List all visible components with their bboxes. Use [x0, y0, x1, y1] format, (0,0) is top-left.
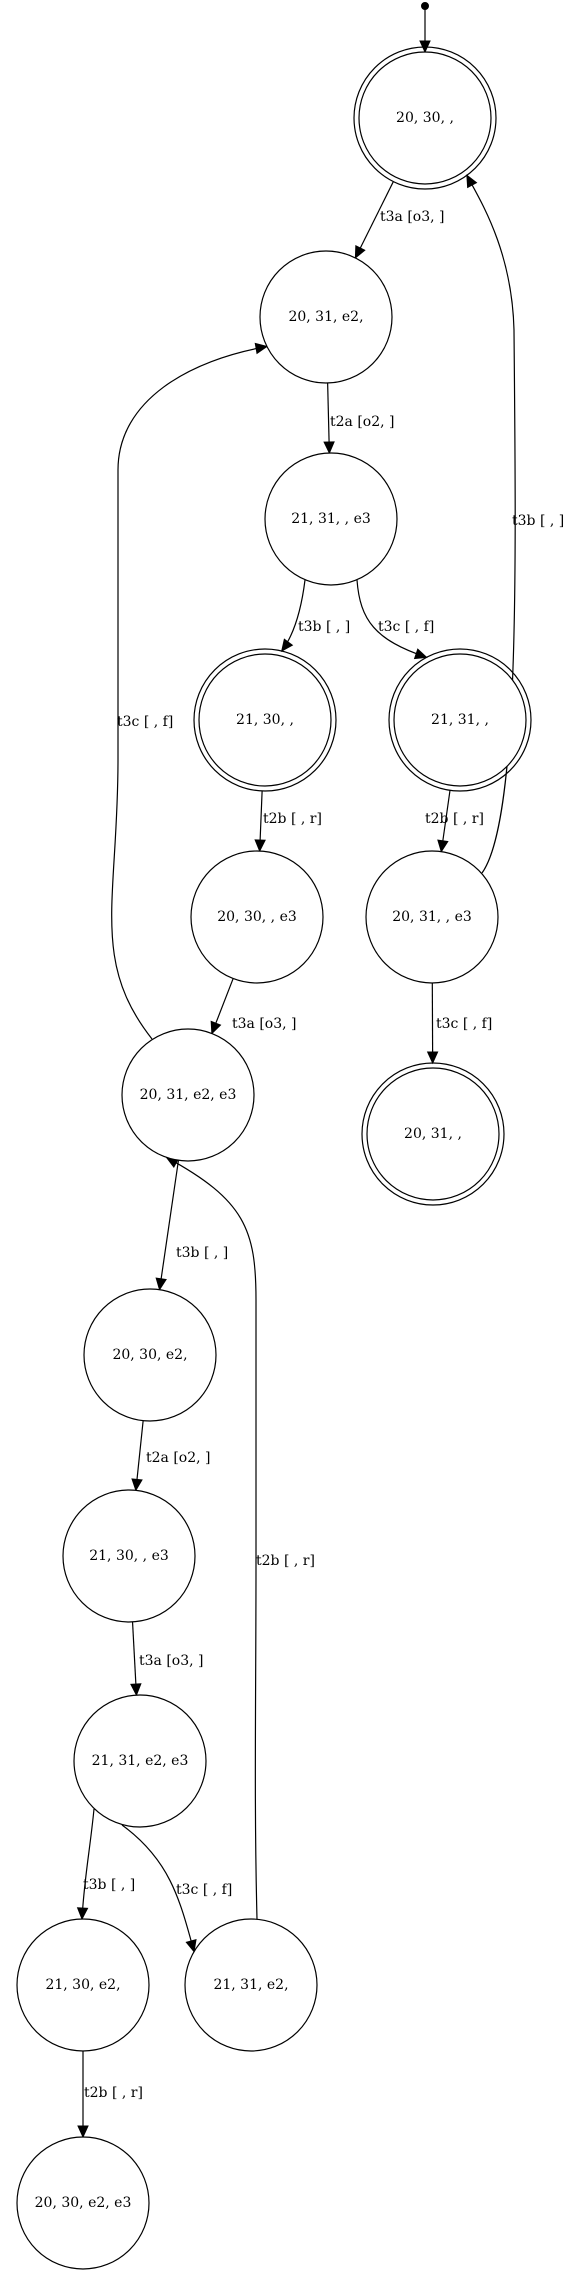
state-label: 20, 30, , e3 — [217, 909, 297, 925]
transition-label: t2a [o2, ] — [146, 1450, 211, 1466]
transition-arrowhead — [323, 441, 335, 455]
transition-arrowhead — [254, 342, 269, 355]
state-label: 20, 31, , e3 — [392, 909, 472, 925]
state-label: 21, 30, e2, — [45, 1977, 120, 1993]
transition-label: t3b [ , ] — [298, 619, 350, 635]
transition-edge — [354, 181, 394, 259]
state-node: 20, 30, e2, — [83, 1288, 217, 1422]
transition-arrowhead — [77, 2125, 89, 2139]
transition-arrowhead — [131, 1478, 143, 1492]
transition-label: t3a [o3, ] — [380, 209, 445, 225]
state-label: 20, 31, , — [404, 1126, 462, 1142]
transition-arrowhead — [130, 1683, 142, 1697]
accepting-state-node: 21, 30, , — [193, 648, 337, 792]
transition-arrowhead — [426, 1051, 439, 1065]
edge-layer — [76, 2, 516, 2139]
transition-edge — [158, 1160, 180, 1290]
transition-edge — [466, 175, 516, 874]
transition-label: t3a [o3, ] — [232, 1016, 297, 1032]
transition-label: t3b [ , ] — [512, 513, 564, 529]
state-label: 21, 31, e2, e3 — [92, 1753, 189, 1769]
transition-arrowhead — [185, 1939, 197, 1953]
transition-arrowhead — [354, 245, 366, 259]
state-label: 20, 31, e2, e3 — [140, 1087, 237, 1103]
transition-label: t3c [ , f] — [117, 714, 173, 730]
state-node: 21, 31, e2, e3 — [73, 1694, 207, 1828]
transition-arrowhead — [155, 1277, 167, 1291]
transition-label: t3c [ , f] — [436, 1016, 492, 1032]
transition-label: t3c [ , f] — [378, 619, 434, 635]
state-node: 21, 31, , e3 — [264, 452, 398, 586]
transition-arrowhead — [210, 1020, 222, 1035]
state-label: 21, 31, , e3 — [291, 511, 371, 527]
transition-arrowhead — [76, 1907, 89, 1921]
state-label: 21, 31, , — [431, 712, 489, 728]
transition-label: t3c [ , f] — [176, 1882, 232, 1898]
state-label: 21, 31, e2, — [213, 1977, 288, 1993]
initial-state-dot — [421, 2, 429, 10]
transition-arrowhead — [413, 648, 428, 660]
transition-edge — [327, 382, 330, 454]
state-node: 21, 30, , e3 — [62, 1489, 196, 1623]
node-layer: 20, 30, , 20, 31, e2, 21, 31, , e3 21, 30, … — [16, 46, 532, 2270]
transition-edge — [135, 1420, 144, 1491]
state-label: 21, 30, , — [236, 712, 294, 728]
transition-arrowhead — [254, 839, 266, 853]
accepting-state-node: 20, 31, , — [361, 1062, 505, 1206]
accepting-state-node: 21, 31, , — [388, 648, 532, 792]
accepting-state-node: 20, 30, , — [353, 46, 497, 190]
transition-edge — [121, 1824, 195, 1952]
transition-label: t2a [o2, ] — [330, 414, 395, 430]
transition-label: t3a [o3, ] — [139, 1653, 204, 1669]
transition-label: t2b [ , r] — [263, 811, 322, 827]
state-node: 20, 31, e2, e3 — [121, 1028, 255, 1162]
transition-label: t2b [ , r] — [425, 811, 484, 827]
transition-arrowhead — [281, 638, 294, 652]
transition-arrowhead — [466, 174, 478, 189]
label-layer: t3a [o3, ] t2a [o2, ] t3b [ , ] t3c [ , f] t… — [83, 209, 564, 2101]
state-node: 20, 31, e2, — [259, 250, 393, 384]
state-label: 20, 30, e2, — [112, 1347, 187, 1363]
transition-label: t2b [ , r] — [256, 1553, 315, 1569]
state-label: 21, 30, , e3 — [89, 1548, 169, 1564]
state-node: 21, 31, e2, — [184, 1918, 318, 2052]
state-label: 20, 30, e2, e3 — [35, 2195, 132, 2211]
state-label: 20, 31, e2, — [288, 309, 363, 325]
state-node: 20, 30, , e3 — [190, 850, 324, 984]
transition-label: t3b [ , ] — [83, 1877, 135, 1893]
transition-label: t2b [ , r] — [84, 2085, 143, 2101]
transition-arrowhead — [437, 839, 449, 853]
transition-label: t3b [ , ] — [176, 1245, 228, 1261]
transition-edge — [166, 1156, 258, 1920]
transition-edge — [131, 1621, 138, 1696]
state-node: 20, 31, , e3 — [365, 850, 499, 984]
state-label: 20, 30, , — [396, 110, 454, 126]
state-node: 20, 30, e2, e3 — [16, 2136, 150, 2270]
state-node: 21, 30, e2, — [16, 1918, 150, 2052]
transition-edge — [356, 579, 427, 658]
transition-edge — [81, 1808, 95, 1920]
transition-edge — [111, 345, 268, 1040]
